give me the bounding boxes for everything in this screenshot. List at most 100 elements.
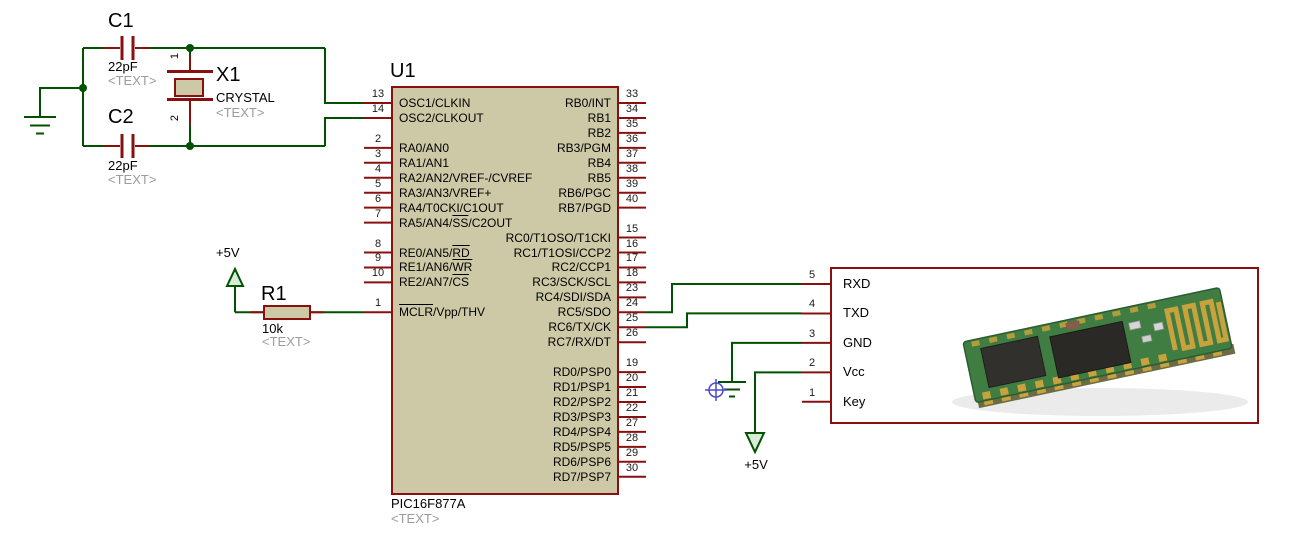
pin-label: MCLR/Vpp/THV [399,305,486,320]
pin-label: RD3/PSP3 [552,409,611,424]
pin-label: RC1/T1OSI/CCP2 [513,245,611,260]
pin-label: OSC1/CLKIN [399,96,471,110]
c1-placeholder: <TEXT> [108,73,157,88]
pin-number: 38 [625,162,639,175]
c1-ref: C1 [108,10,134,32]
pin-label: RC2/CCP1 [551,260,611,275]
x1-pin1-number: 1 [169,52,182,60]
pin-label: RD6/PSP6 [552,454,611,469]
pin-label: RB4 [587,155,611,170]
pin-label: RE2/AN7/CS [399,275,470,290]
pin-number: 15 [625,222,639,235]
c2-placeholder: <TEXT> [108,172,157,187]
pin-label: RD5/PSP5 [552,439,611,454]
pin-label: RC7/RX/DT [547,335,611,350]
pin-label: RA1/AN1 [399,155,450,170]
pin-number: 27 [625,416,639,429]
pin-number: 34 [625,102,639,115]
pin-stubs [364,102,831,478]
c2-value: 22pF [108,158,138,173]
pin-label: RA4/T0CKI/C1OUT [399,200,504,215]
r1-value: 10k [262,321,283,336]
pin-number: 25 [625,312,639,325]
mcu-part: PIC16F877A [391,496,466,511]
bt-pin-label: TXD [843,305,869,321]
crystal-x1 [167,56,213,125]
x1-pin2-number: 2 [169,114,182,122]
pin-label: RE0/AN5/RD [399,245,470,260]
pin-number: 20 [625,372,639,385]
pin-number: 33 [625,88,639,100]
x1-placeholder: <TEXT> [216,105,265,120]
pin-label: RA5/AN4/SS/C2OUT [399,215,513,230]
bt-pin-label: GND [843,334,872,350]
r1-placeholder: <TEXT> [262,334,311,349]
pin-label: RE1/AN6/WR [399,260,473,275]
pin-label: RB5 [587,170,611,185]
pin-number: 19 [625,357,639,370]
pin-label: RB1 [587,110,611,125]
pin-number: 3 [808,327,816,340]
origin-marker-icon [705,379,727,401]
pin-number: 7 [374,207,382,220]
mcu-ref: U1 [390,60,416,82]
r1-ref: R1 [261,283,287,305]
x1-name: CRYSTAL [216,90,275,105]
pin-label: RB6/PGC [558,185,611,200]
pin-label: RD7/PSP7 [552,469,611,484]
pin-label: RB2 [587,125,611,140]
pin-label: OSC2/CLKOUT [399,110,484,125]
capacitor-c1 [104,36,150,60]
pin-number: 14 [371,102,385,115]
pin-number: 40 [625,192,639,205]
wire-txd [646,312,802,329]
c1-value: 22pF [108,59,138,74]
pin-number: 17 [625,252,639,265]
plus5v-label-right: +5V [744,457,768,472]
c2-ref: C2 [108,106,134,128]
pin-label: RC5/SDO [557,305,611,320]
pin-number: 36 [625,132,639,145]
pin-number: 29 [625,446,639,459]
pin-label: RC3/SCK/SCL [532,275,611,290]
pin-number: 13 [371,88,385,100]
pin-label: RC0/T1OSO/T1CKI [505,230,611,245]
power-arrow-up [225,266,245,313]
pin-number: 4 [374,162,382,175]
pin-number: 1 [374,297,382,310]
bt-pin-label: RXD [843,276,871,291]
pin-number: 9 [374,252,382,265]
pin-number: 3 [374,147,382,160]
pin-number: 24 [625,297,639,310]
pin-number: 18 [625,267,639,280]
pin-label: RD0/PSP0 [552,365,611,380]
pin-number: 22 [625,401,639,414]
pin-label: RB3/PGM [556,140,611,155]
module-ground-symbol [718,341,802,398]
mcu-placeholder: <TEXT> [391,511,440,526]
pin-label: RA2/AN2/VREF-/CVREF [399,170,533,185]
power-arrow-down [744,371,802,455]
pin-number: 2 [808,357,816,370]
capacitor-c2 [104,134,150,158]
pin-number: 35 [625,117,639,130]
bt-pin-label: Vcc [843,364,865,380]
pin-number: 5 [374,177,382,190]
pin-label: RD2/PSP2 [552,395,611,409]
pin-number: 16 [625,237,639,250]
pin-label: RA3/AN3/VREF+ [399,185,492,200]
pin-number: 8 [374,237,382,250]
bt-pin-label: Key [843,393,866,409]
pin-label: RC6/TX/CK [548,320,611,335]
pin-number: 6 [374,192,382,205]
x1-ref: X1 [216,64,241,86]
pin-number: 28 [625,431,639,444]
pin-label: RD1/PSP1 [552,380,611,395]
bluetooth-module-photo [962,287,1236,409]
ground-symbol [24,87,83,135]
pin-number: 2 [374,132,382,145]
plus5v-label-left: +5V [216,245,240,260]
crystal-tank-wires [79,44,364,150]
